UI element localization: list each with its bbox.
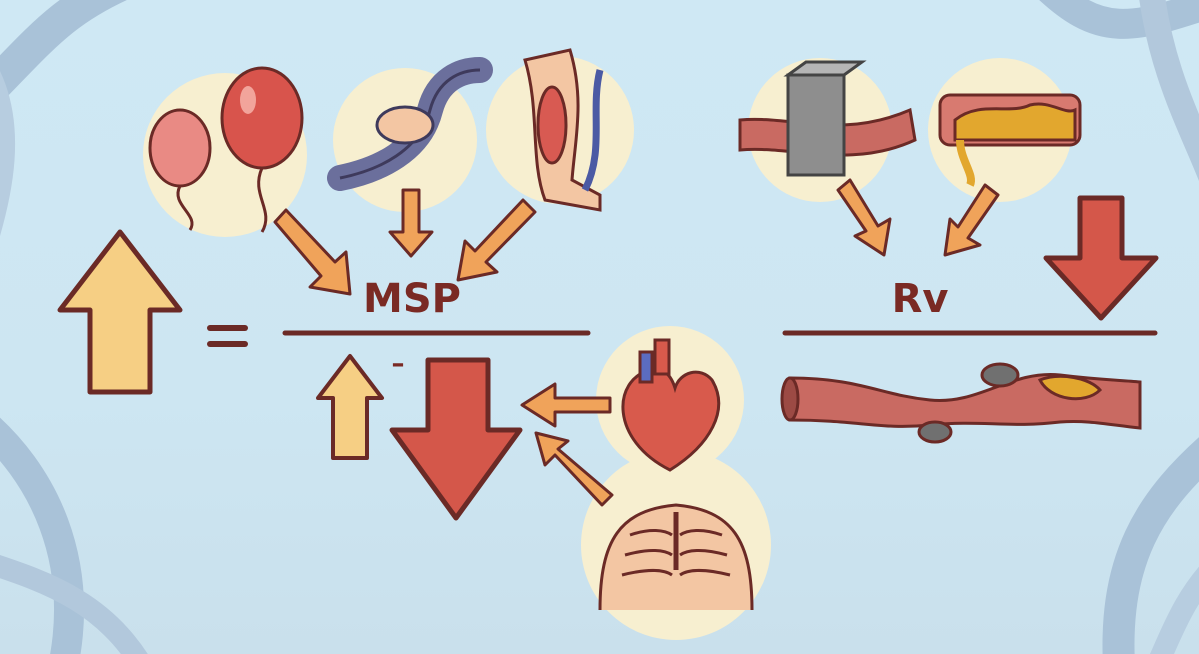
msp-label: MSP — [363, 276, 461, 322]
balloons-icon — [148, 66, 304, 233]
small-up-arrow — [316, 354, 384, 460]
plaque-vessel-icon — [938, 93, 1082, 187]
equals-sign — [207, 325, 248, 347]
compressed-vessel-icon — [738, 60, 917, 177]
arrow-balloons-to-msp — [273, 208, 352, 296]
heart-icon — [621, 338, 721, 472]
ribcage-icon — [598, 503, 754, 611]
arrow-heart-to-down — [520, 382, 612, 428]
rv-down-arrow — [1043, 195, 1159, 321]
narrowed-vessel-icon — [780, 362, 1142, 444]
pointer-arrows — [273, 178, 1000, 507]
rv-label: Rv — [892, 276, 949, 322]
central-down-arrow — [389, 357, 523, 521]
arrow-vein-to-msp — [388, 188, 434, 258]
arrow-plaque-to-rv — [943, 183, 1000, 257]
minus-sign: – — [392, 349, 405, 379]
venous-return-up-arrow — [57, 229, 183, 395]
arrow-chest-to-down — [534, 431, 614, 507]
arrow-leg-to-msp — [456, 198, 537, 282]
leg-vein-icon — [523, 48, 604, 212]
arrow-compression-to-rv — [836, 178, 892, 257]
bent-vein-icon — [327, 57, 493, 191]
